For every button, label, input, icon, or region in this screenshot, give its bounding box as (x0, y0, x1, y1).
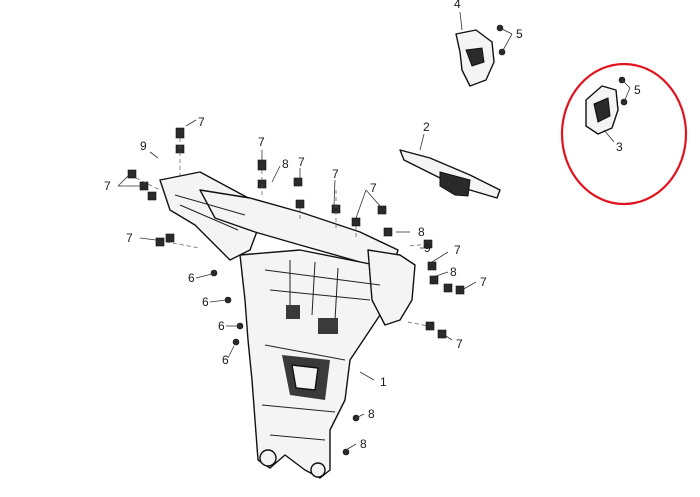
callout-7-a: 7 (198, 115, 205, 129)
callout-7-b: 7 (104, 179, 111, 193)
callout-7-i: 7 (480, 275, 487, 289)
callout-1: 1 (380, 375, 387, 389)
callout-8-c: 8 (450, 265, 457, 279)
callout-labels: 1 2 3 4 5 5 6 6 6 6 7 7 7 7 7 7 7 7 7 7 … (104, 0, 641, 451)
callout-5-top: 5 (516, 27, 523, 41)
callout-9-b: 9 (424, 241, 431, 255)
upper-bar-part (399, 149, 501, 199)
main-bracket-frame (159, 171, 416, 479)
callout-7-g: 7 (370, 181, 377, 195)
callout-4: 4 (454, 0, 461, 11)
small-bracket-part-4 (455, 29, 495, 87)
callout-8-b: 8 (418, 225, 425, 239)
callout-8-e: 8 (360, 437, 367, 451)
leader-lines (117, 11, 631, 451)
callout-8-d: 8 (368, 407, 375, 421)
callout-5-right: 5 (634, 83, 641, 97)
highlight-circle (560, 62, 688, 206)
callout-9-a: 9 (140, 139, 147, 153)
callout-7-d: 7 (258, 135, 265, 149)
callout-7-e: 7 (298, 155, 305, 169)
callout-8-a: 8 (282, 157, 289, 171)
assembly-axes (135, 138, 429, 327)
callout-7-j: 7 (456, 337, 463, 351)
callout-7-c: 7 (126, 231, 133, 245)
callout-6-c: 6 (218, 319, 225, 333)
small-bracket-part-3 (585, 85, 619, 135)
callout-6-a: 6 (188, 271, 195, 285)
callout-3: 3 (616, 140, 623, 154)
callout-2: 2 (423, 120, 430, 134)
callout-6-b: 6 (202, 295, 209, 309)
callout-7-h: 7 (454, 243, 461, 257)
callout-7-f: 7 (332, 167, 339, 181)
callout-6-d: 6 (222, 353, 229, 367)
